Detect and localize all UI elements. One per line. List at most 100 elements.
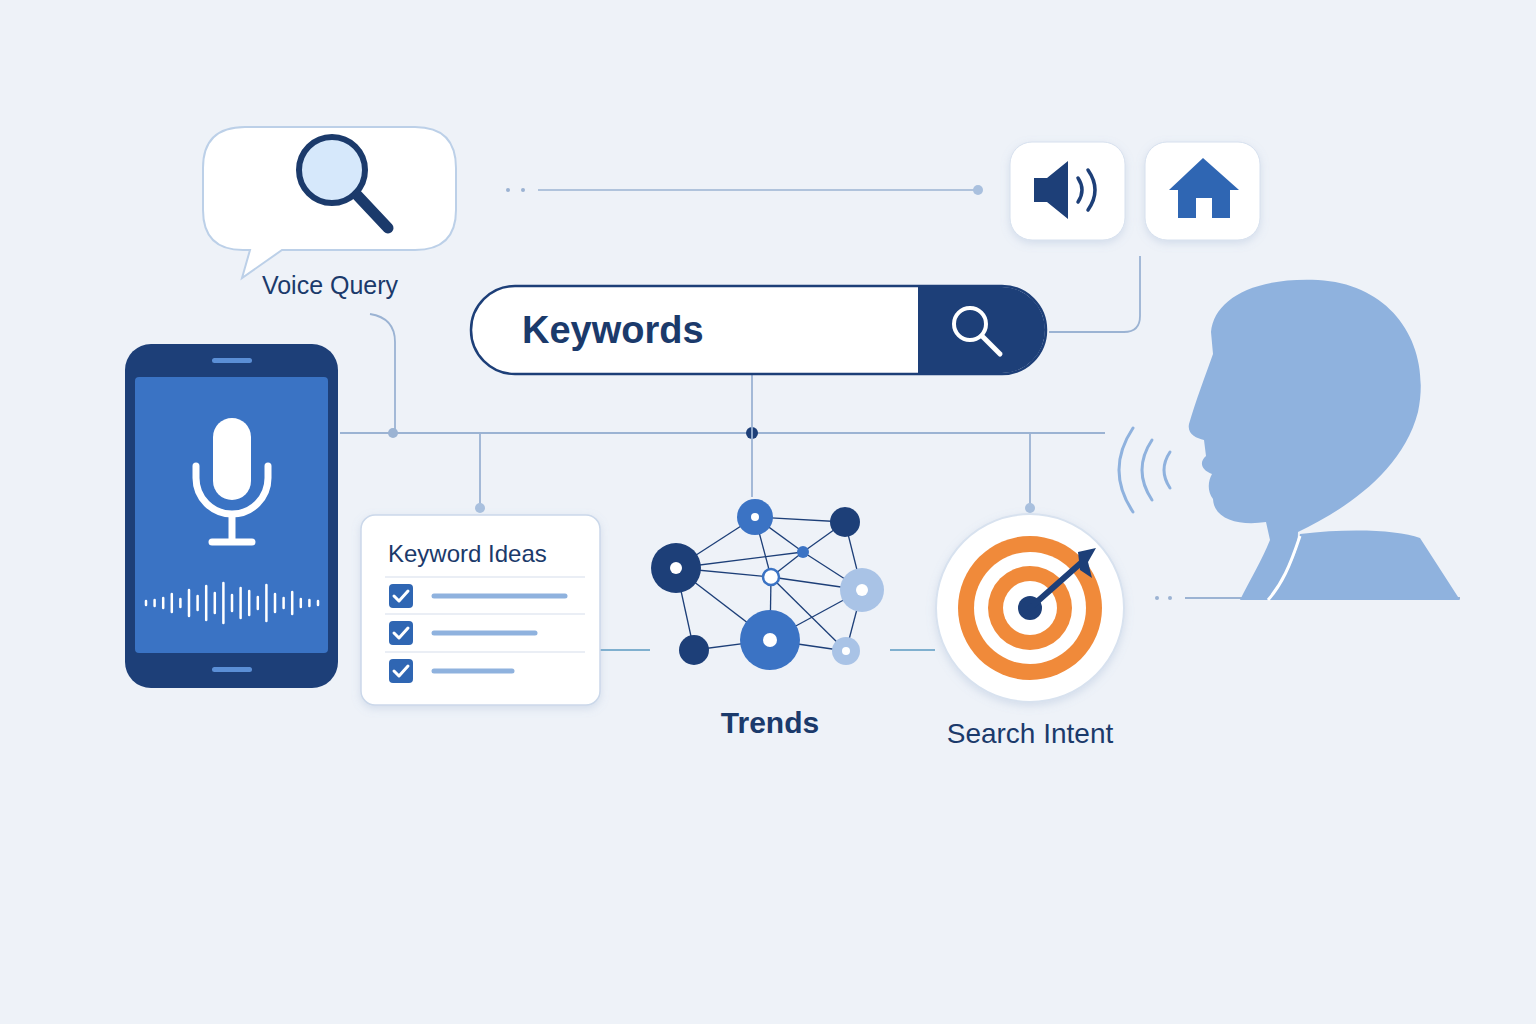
wave-bar: [196, 596, 199, 610]
wave-bar: [188, 590, 191, 616]
dart-shaft: [1030, 562, 1082, 608]
wave-bar: [222, 583, 225, 623]
wires: [340, 432, 1105, 434]
wires: [1029, 433, 1031, 506]
dotted-wire: [973, 185, 983, 195]
node-shape: [651, 499, 884, 670]
phone: [212, 539, 252, 546]
search-handle: [982, 336, 1000, 354]
sound-waves: [1119, 428, 1133, 512]
phone: [212, 667, 252, 672]
wave-bar: [317, 601, 320, 605]
phone: [125, 344, 338, 688]
dotted-wire: [506, 185, 983, 195]
person-silhouette: [1189, 280, 1460, 600]
checkbox: [389, 621, 413, 645]
speaker-tile: [1010, 142, 1125, 240]
person-silhouette: [1268, 531, 1460, 600]
home-icon: [1169, 158, 1239, 218]
speaker-icon: [1034, 161, 1095, 219]
phone: [229, 514, 236, 540]
wires: [370, 314, 395, 433]
person-silhouette: [1268, 536, 1300, 600]
speaker-tile: [1010, 142, 1125, 240]
network-node: [830, 507, 860, 537]
phone: [125, 344, 338, 688]
wire-dots: [475, 503, 485, 513]
idea-line: [434, 594, 565, 599]
phone: [213, 418, 251, 500]
wire-dots: [1025, 503, 1035, 513]
idea-line: [434, 631, 535, 636]
connector: [600, 649, 650, 651]
dotted-wire: [521, 188, 525, 192]
row-divider: [385, 576, 585, 578]
checkmark: [394, 591, 408, 601]
wave-bar: [300, 599, 303, 607]
network-node: [840, 568, 884, 612]
network-node-dot: [751, 513, 759, 521]
voice-query-bubble: Voice Query: [200, 125, 460, 305]
network-node: [737, 499, 773, 535]
wave-bar: [282, 598, 285, 608]
wave-bar: [239, 588, 242, 618]
sound-wave: [146, 583, 318, 623]
wires: [1049, 256, 1140, 332]
phone: [196, 466, 268, 514]
wire-dots: [1155, 596, 1159, 600]
node-label: Keyword Ideas: [361, 515, 600, 568]
network-node: [832, 637, 860, 665]
target-badge: [936, 514, 1124, 702]
wave-bar: [205, 586, 208, 620]
idea-line: [434, 669, 512, 674]
wave-bar: [291, 592, 294, 614]
speaker-icon: [1078, 178, 1082, 202]
wave-bar: [214, 593, 217, 613]
home-tile: [1145, 142, 1260, 240]
sound-waves: [1119, 428, 1170, 512]
network-node: [651, 543, 701, 593]
search-intent-target: Search Intent: [935, 513, 1125, 753]
connector: [751, 375, 753, 497]
node-shape: [471, 286, 1046, 374]
network-node: [763, 569, 779, 585]
wave-bar: [274, 594, 277, 612]
network-node-dot: [763, 633, 777, 647]
magnifier-handle: [357, 195, 388, 228]
target-ring: [958, 536, 1102, 680]
dotted-wire: [506, 188, 510, 192]
node-label: Voice Query: [200, 271, 460, 300]
network-node-dot: [856, 584, 868, 596]
wires: [479, 433, 481, 506]
row-divider: [385, 651, 585, 653]
wire-dots: [1168, 596, 1172, 600]
node-shape: [361, 515, 600, 705]
sound-waves: [1164, 452, 1170, 488]
trends-network: Trends: [650, 497, 890, 742]
search-button: [918, 287, 1045, 373]
wire-dots: [388, 428, 398, 438]
speaker-icon: [1034, 161, 1068, 219]
network-node-dot: [670, 562, 682, 574]
row-divider: [385, 613, 585, 615]
node-outline: [650, 497, 890, 742]
speech-bubble: [203, 127, 456, 278]
dart-fletching: [1078, 548, 1096, 578]
wave-bar: [153, 600, 156, 606]
target-ring: [974, 552, 1086, 664]
checkbox: [389, 659, 413, 683]
wave-bar: [179, 599, 182, 607]
node-label: Trends: [650, 706, 890, 740]
speaker-icon: [1088, 170, 1095, 210]
wave-bar: [248, 591, 251, 615]
wave-bar: [162, 598, 165, 608]
wave-bar: [265, 585, 268, 621]
network-node: [679, 635, 709, 665]
network-node: [740, 610, 800, 670]
wave-bar: [171, 594, 174, 612]
network-node: [797, 546, 809, 558]
dotted-wire: [538, 189, 975, 191]
home-tile: [1145, 142, 1260, 240]
node-shape: [203, 127, 456, 278]
